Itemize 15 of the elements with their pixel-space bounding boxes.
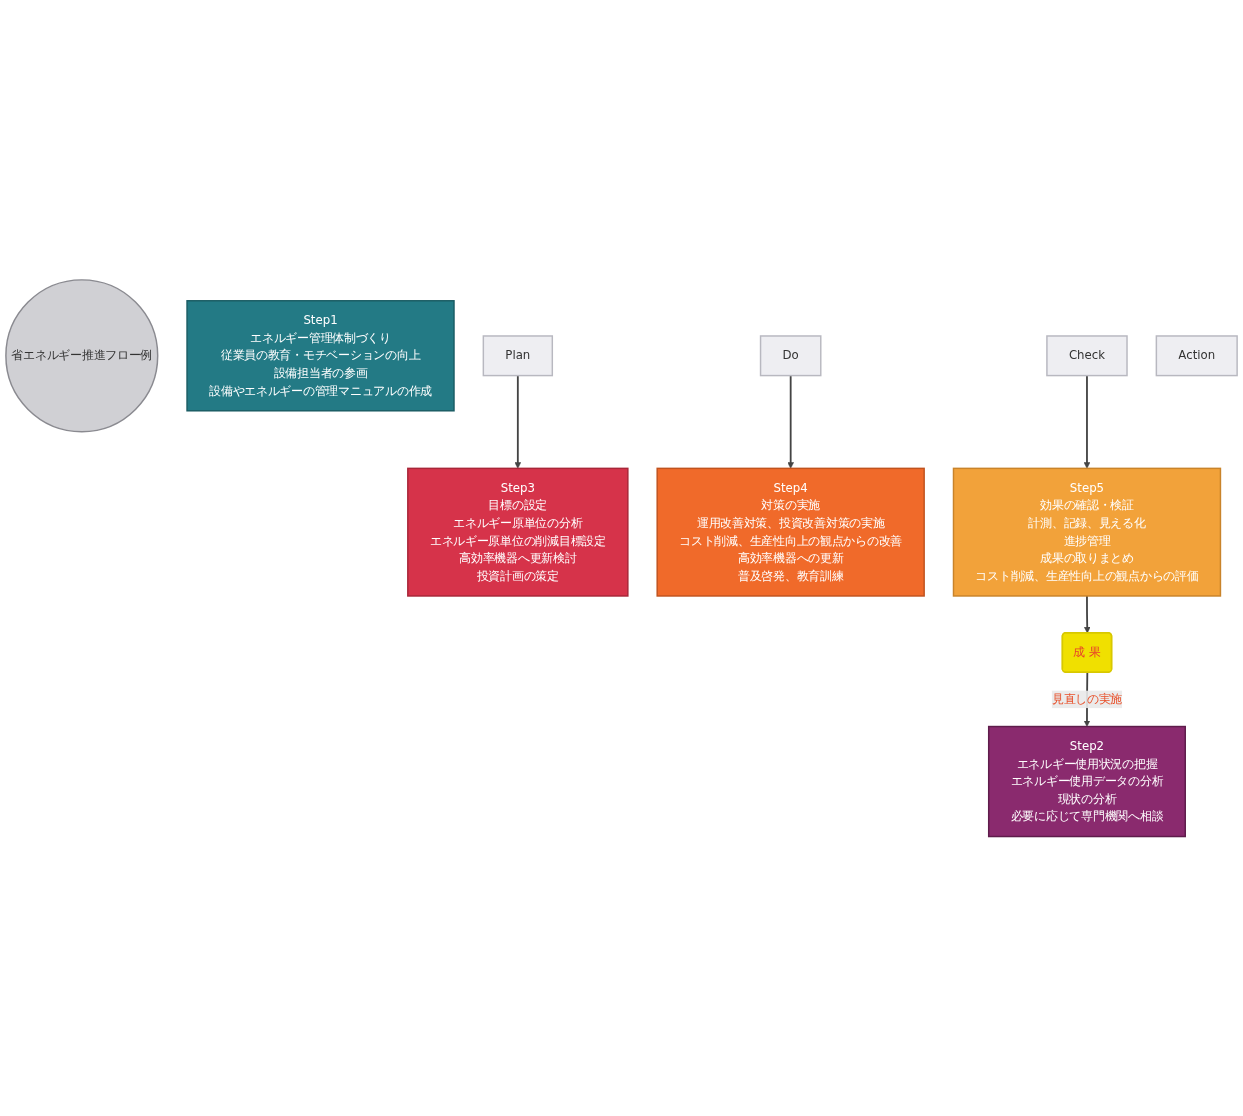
node-box: Plan: [482, 335, 554, 377]
node-circle: 省エネルギー推進フロー例: [5, 278, 159, 433]
node-box: Step4 対策の実施 運用改善対策、投資改善対策の実施 コスト削減、生産性向上の観点からの改善 高効率機器への更新 普及啓発、教育訓練: [656, 467, 925, 597]
node-box: Check: [1046, 335, 1128, 377]
node-box: Do: [759, 335, 822, 377]
node-box: Step1 エネルギー管理体制づくり 従業員の教育・モチベーションの向上 設備担当者の参画 設備やエネルギーの管理マニュアルの作成: [186, 299, 455, 412]
arrow: [514, 374, 522, 469]
node-box: Step2 エネルギー使用状況の把握 エネルギー使用データの分析 現状の分析 必要に応じて専門機関へ相談: [987, 725, 1186, 838]
node-box: Step5 効果の確認・検証 計測、記録、見える化 進捗管理 成果の取りまとめ コスト削減、生産性向上の観点からの評価: [952, 467, 1222, 597]
arrow: [1083, 374, 1091, 469]
node-box: Step3 目標の設定 エネルギー原単位の分析 エネルギー原単位の削減目標設定 高効率機器へ更新検討 投資計画の策定: [407, 467, 629, 597]
node-box: Action: [1155, 335, 1238, 377]
arrow: [787, 374, 794, 469]
arrow: [1084, 594, 1091, 634]
edge-label: 見直しの実施: [1051, 691, 1123, 706]
